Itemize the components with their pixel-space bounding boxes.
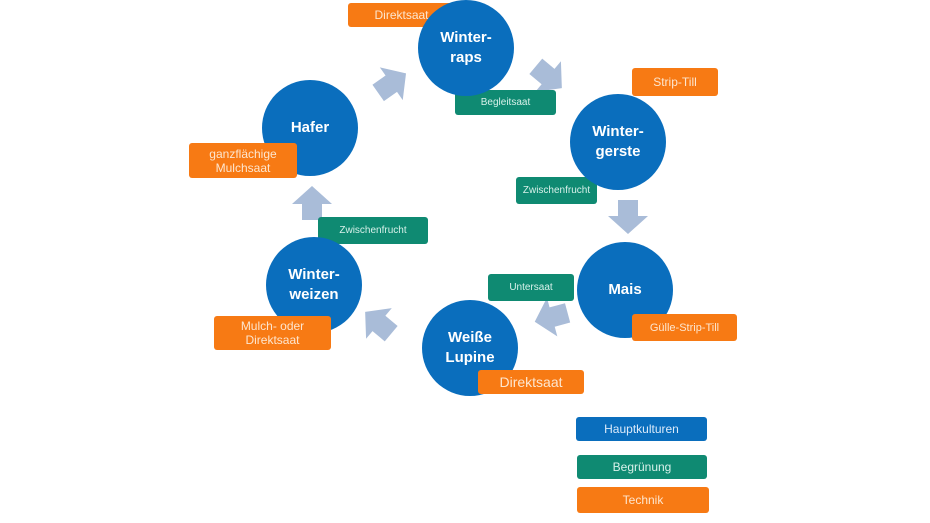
- crop-wintergerste: Winter- gerste: [570, 94, 666, 190]
- arrow-winterweizen-to-hafer: [292, 186, 332, 220]
- technique-mais: Gülle-Strip-Till: [632, 314, 737, 341]
- greening-zwischenfrucht-left: Zwischenfrucht: [318, 217, 428, 244]
- technique-hafer: ganzflächige Mulchsaat: [189, 143, 297, 178]
- greening-untersaat: Untersaat: [488, 274, 574, 301]
- legend-technik: Technik: [577, 487, 709, 513]
- technique-weisse-lupine: Direktsaat: [478, 370, 584, 394]
- legend-hauptkulturen: Hauptkulturen: [576, 417, 707, 441]
- technique-winterweizen: Mulch- oder Direktsaat: [214, 316, 331, 350]
- crop-winterraps: Winter- raps: [418, 0, 514, 96]
- legend-begruenung: Begrünung: [577, 455, 707, 479]
- arrow-lupine-to-winterweizen: [352, 296, 405, 350]
- technique-wintergerste: Strip-Till: [632, 68, 718, 96]
- greening-zwischenfrucht-right: Zwischenfrucht: [516, 177, 597, 204]
- arrow-wintergerste-to-mais: [608, 200, 648, 234]
- arrow-hafer-to-winterraps: [366, 56, 418, 110]
